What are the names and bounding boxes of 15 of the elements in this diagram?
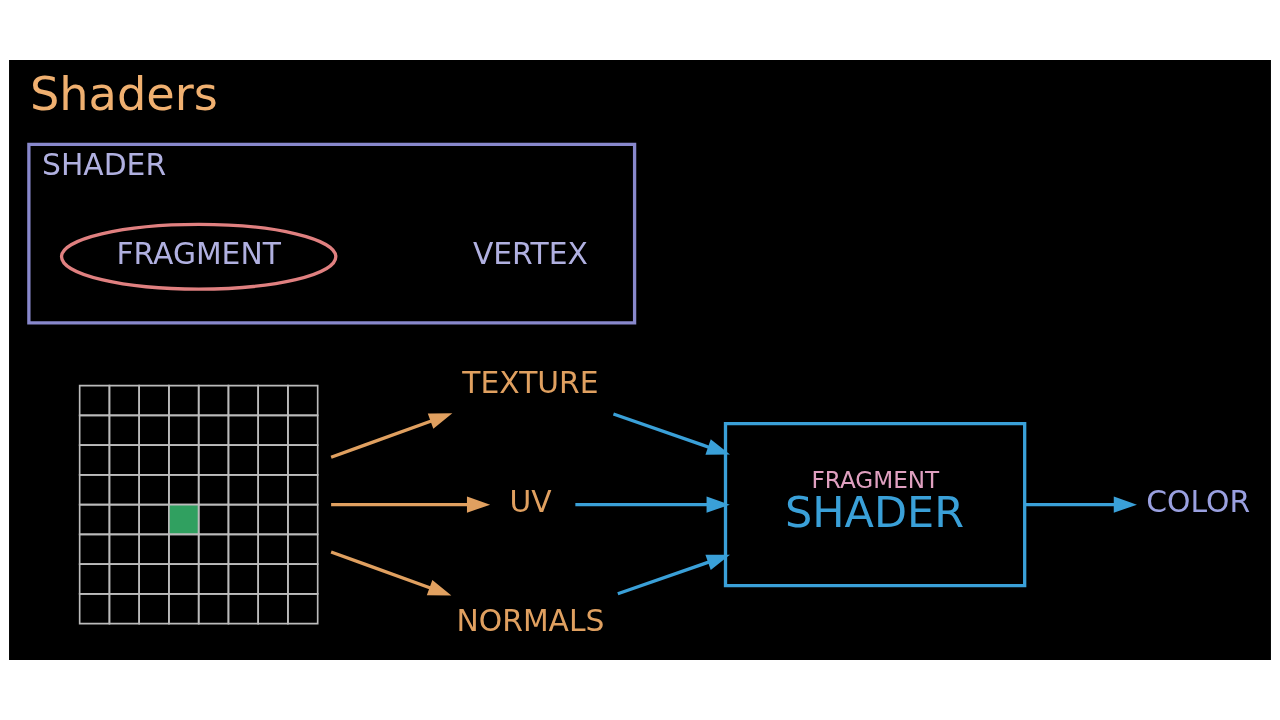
arrow bbox=[330, 550, 452, 596]
diagram-title: Shaders bbox=[29, 67, 218, 122]
arrow bbox=[330, 413, 453, 459]
node-text: VERTEX bbox=[472, 235, 588, 271]
arrow bbox=[612, 412, 730, 455]
node-text: UV bbox=[509, 483, 552, 519]
node-box: FRAGMENT SHADER bbox=[723, 422, 1027, 588]
arrow bbox=[1024, 496, 1137, 513]
node-text: NORMALS bbox=[456, 602, 605, 638]
arrow bbox=[617, 554, 730, 596]
node-text: COLOR bbox=[1146, 483, 1251, 519]
node-ellipse: FRAGMENT bbox=[59, 222, 338, 291]
arrow bbox=[575, 496, 730, 513]
arrow bbox=[331, 496, 491, 513]
node-text: TEXTURE bbox=[462, 364, 599, 400]
